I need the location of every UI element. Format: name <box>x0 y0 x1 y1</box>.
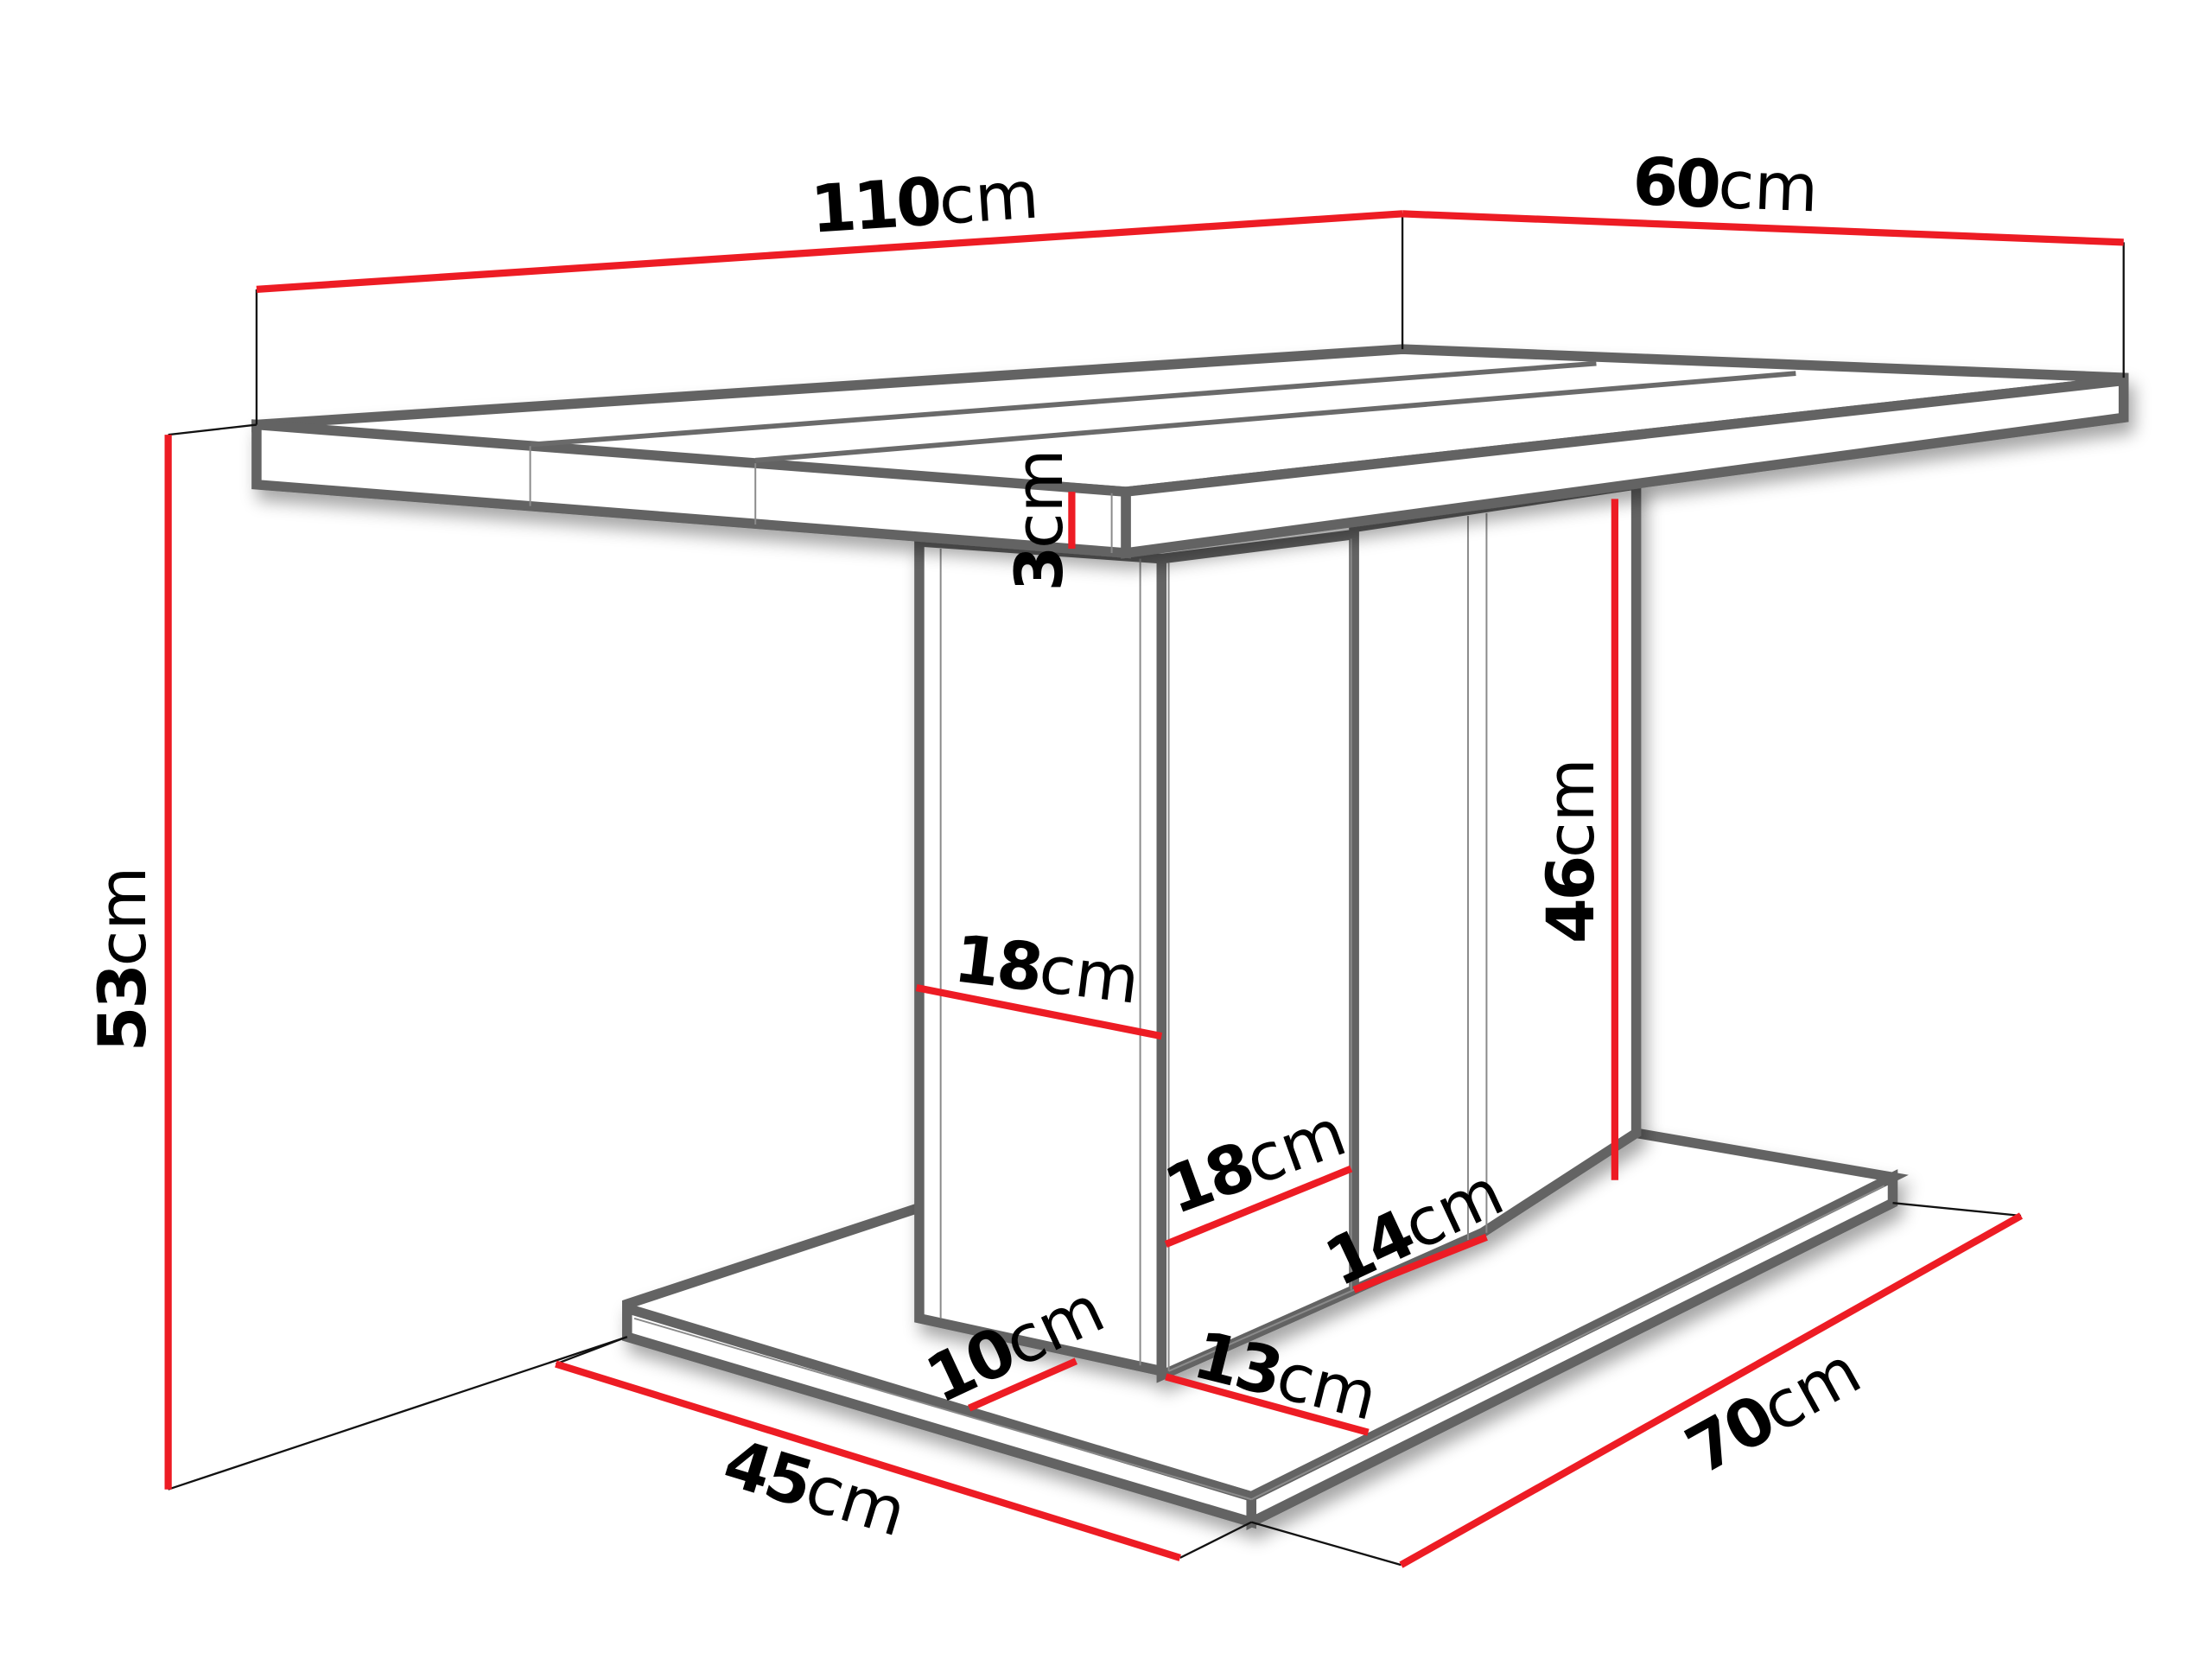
dim-line-base-length <box>1399 1212 2023 1568</box>
dim-line-length <box>256 210 1403 293</box>
label-length: 110cm <box>809 157 1041 248</box>
dim-line-pedestal-side <box>1164 1165 1353 1248</box>
label-width: 60cm <box>1631 143 1820 227</box>
label-top-thickness: 3cm <box>1001 448 1077 591</box>
dim-line-base-side-margin <box>1165 1373 1370 1436</box>
label-pedestal-front: 18cm <box>950 920 1144 1018</box>
dim-line-inner-depth <box>1352 1233 1488 1294</box>
dim-line-width <box>1402 210 2124 246</box>
dim-line-base-front-margin <box>967 1357 1078 1412</box>
label-pedestal-height: 46cm <box>1533 758 1609 944</box>
label-total-height: 53cm <box>85 867 161 1052</box>
extension-lines <box>168 213 2125 1567</box>
dim-line-base-depth <box>555 1360 1181 1561</box>
dim-line-pedestal-front <box>915 984 1163 1040</box>
dimension-lines <box>164 210 2124 1568</box>
table-top <box>251 344 2129 559</box>
